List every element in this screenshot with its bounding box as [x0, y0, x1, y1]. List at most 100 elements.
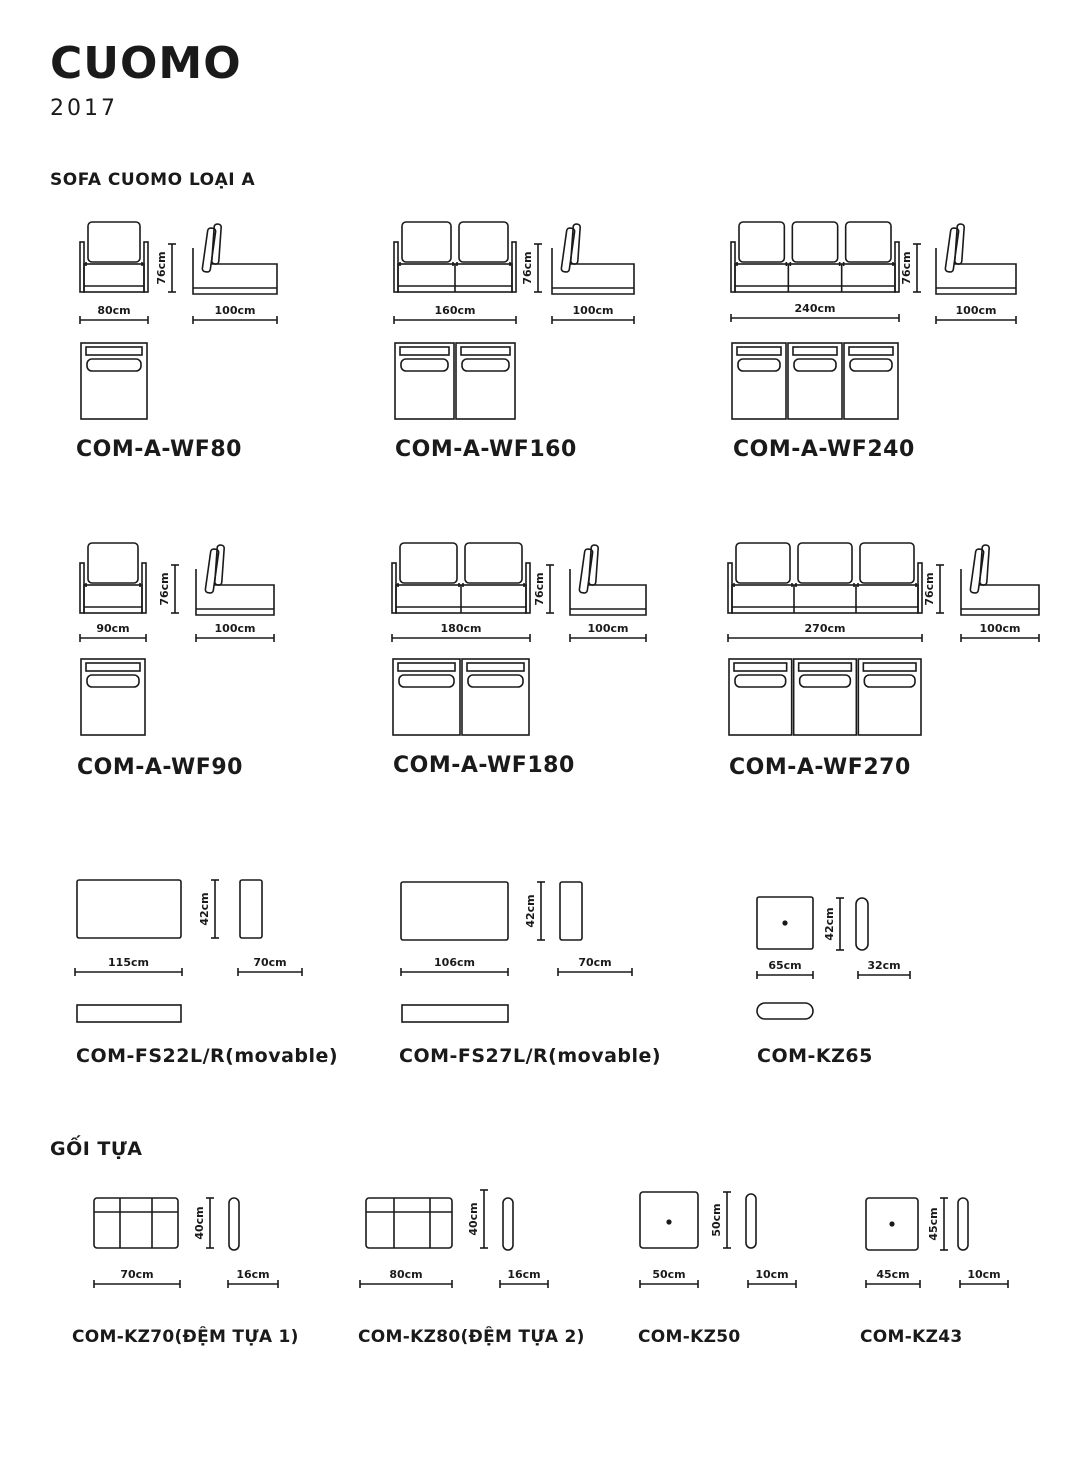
- top-cushion: [798, 674, 852, 688]
- ottoman-top: [76, 1004, 182, 1023]
- ottoman-code: COM-KZ65: [757, 1045, 873, 1067]
- top-cushion: [86, 358, 142, 372]
- pillow-side: [957, 1197, 969, 1251]
- top-cushion: [467, 674, 524, 688]
- dimension-label: 40cm: [193, 1206, 206, 1239]
- dimension-label: 70cm: [120, 1268, 153, 1281]
- top-seat: [80, 342, 148, 420]
- pillow-code: COM-KZ43: [860, 1327, 963, 1347]
- top-seat: [80, 658, 146, 736]
- sofa-base: [734, 263, 896, 293]
- dimension-label: 10cm: [967, 1268, 1000, 1281]
- top-seat: [455, 342, 516, 420]
- top-cushion: [849, 358, 893, 372]
- ottoman-side: [559, 881, 583, 941]
- dimension-label: 10cm: [755, 1268, 788, 1281]
- top-seat: [857, 658, 922, 736]
- top-cushion: [86, 674, 140, 688]
- sofa-base: [83, 584, 143, 614]
- back-cushion: [738, 221, 786, 263]
- dimension-label: 50cm: [652, 1268, 685, 1281]
- top-back: [862, 662, 917, 672]
- top-back: [848, 346, 894, 356]
- dimension-label: 100cm: [956, 304, 997, 317]
- top-seat: [461, 658, 530, 736]
- page-year: 2017: [50, 96, 118, 121]
- cushion-seam: [85, 262, 143, 266]
- pillow-side: [745, 1193, 757, 1249]
- pillow-code: COM-KZ80(ĐỆM TỰA 2): [358, 1327, 585, 1347]
- top-back: [85, 662, 141, 672]
- ottoman-front: [76, 879, 182, 939]
- cushion-seam: [736, 262, 788, 266]
- dimension-label: 42cm: [823, 907, 836, 940]
- top-seat: [392, 658, 461, 736]
- ottoman-top: [401, 1004, 509, 1023]
- back-cushion: [859, 542, 915, 584]
- back-cushion: [791, 221, 839, 263]
- back-cushion: [458, 221, 509, 263]
- dimension-label: 80cm: [389, 1268, 422, 1281]
- sofa-base: [731, 584, 919, 614]
- dimension-label: 100cm: [215, 622, 256, 635]
- side-back-cushion: [214, 544, 225, 586]
- back-cushion: [399, 542, 458, 584]
- top-back: [466, 662, 525, 672]
- pillow-front: [93, 1197, 179, 1249]
- pillow-code: COM-KZ70(ĐỆM TỰA 1): [72, 1327, 299, 1347]
- pillow-code: COM-KZ50: [638, 1327, 741, 1347]
- top-seat: [394, 342, 455, 420]
- cushion-seam: [456, 262, 511, 266]
- cushion-seam: [733, 583, 793, 587]
- side-profile: [192, 248, 278, 295]
- top-back: [397, 662, 456, 672]
- dimension-label: 16cm: [507, 1268, 540, 1281]
- ottoman-code: COM-FS22L/R(movable): [76, 1045, 339, 1067]
- dimension-label: 76cm: [923, 572, 936, 605]
- side-profile: [960, 569, 1040, 616]
- side-profile: [195, 569, 275, 616]
- top-cushion: [793, 358, 837, 372]
- cushion-seam: [842, 262, 894, 266]
- cushion-seam: [397, 583, 460, 587]
- side-back-cushion: [588, 544, 599, 586]
- cushion-seam: [789, 262, 841, 266]
- top-back: [460, 346, 511, 356]
- dimension-label: 160cm: [435, 304, 476, 317]
- button-dot: [889, 1221, 895, 1227]
- side-profile: [569, 569, 647, 616]
- pillow-side: [228, 1197, 240, 1251]
- side-back-cushion: [570, 223, 581, 265]
- top-back: [736, 346, 782, 356]
- dimension-label: 115cm: [108, 956, 149, 969]
- cushion-seam: [85, 583, 141, 587]
- sofa-code: COM-A-WF180: [393, 753, 575, 778]
- dimension-label: 240cm: [795, 302, 836, 315]
- pillow-side: [502, 1197, 514, 1251]
- cushion-seam: [399, 262, 454, 266]
- dimension-label: 50cm: [710, 1203, 723, 1236]
- side-back-cushion: [979, 544, 990, 586]
- ottoman-front: [756, 896, 814, 950]
- side-profile: [935, 248, 1017, 295]
- cushion-seam: [857, 583, 917, 587]
- top-cushion: [400, 358, 449, 372]
- dimension-label: 70cm: [578, 956, 611, 969]
- dimension-label: 16cm: [236, 1268, 269, 1281]
- back-cushion: [797, 542, 853, 584]
- dimension-label: 32cm: [867, 959, 900, 972]
- sofa-code: COM-A-WF80: [76, 437, 242, 462]
- section-title-pillow: GỐI TỰA: [50, 1138, 143, 1160]
- top-cushion: [398, 674, 455, 688]
- dimension-label: 106cm: [434, 956, 475, 969]
- top-back: [733, 662, 788, 672]
- dimension-label: 42cm: [524, 894, 537, 927]
- dimension-label: 100cm: [588, 622, 629, 635]
- dimension-label: 76cm: [158, 572, 171, 605]
- top-seat: [731, 342, 787, 420]
- dimension-label: 100cm: [980, 622, 1021, 635]
- dimension-label: 90cm: [96, 622, 129, 635]
- sofa-code: COM-A-WF270: [729, 755, 911, 780]
- pillow-front: [365, 1197, 453, 1249]
- dimension-label: 65cm: [768, 959, 801, 972]
